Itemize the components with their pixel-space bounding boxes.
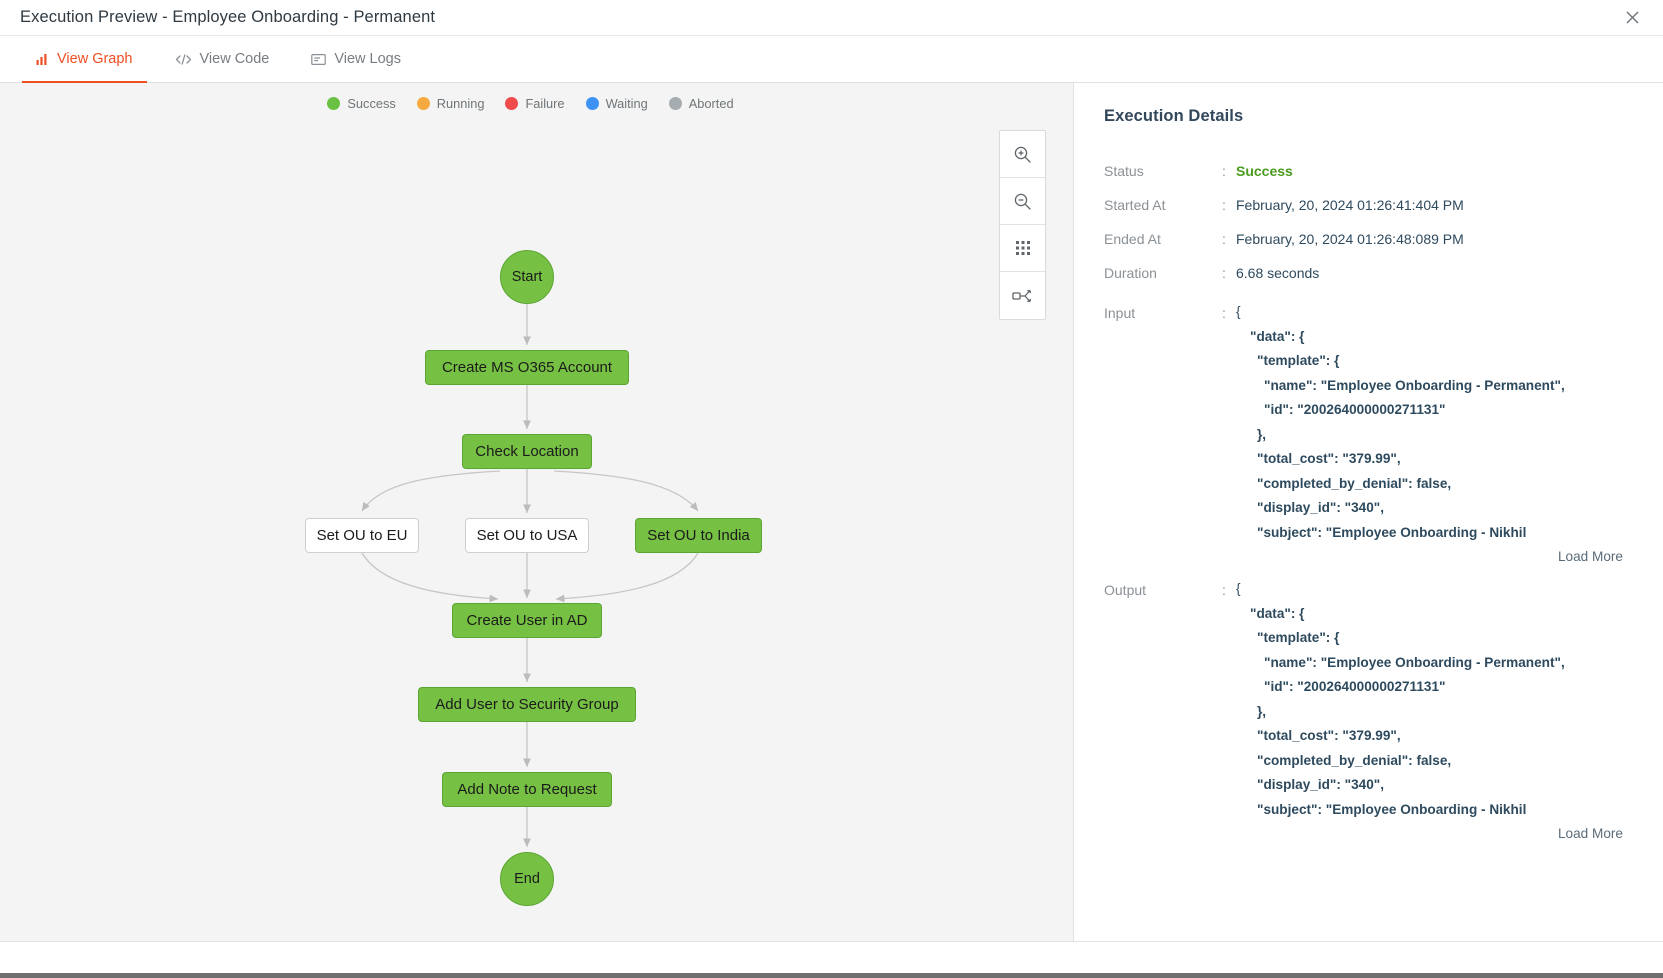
zoom-in-icon[interactable] (1000, 131, 1045, 178)
layout-icon[interactable] (1000, 272, 1045, 319)
detail-separator: : (1222, 582, 1226, 598)
graph-node-end[interactable]: End (500, 852, 554, 906)
detail-key: Output (1104, 582, 1147, 598)
detail-separator: : (1222, 163, 1226, 179)
graph-node-start[interactable]: Start (500, 250, 554, 304)
json-line: "template": { (1257, 630, 1340, 645)
node-label: Set OU to USA (476, 527, 578, 544)
detail-value: 6.68 seconds (1236, 265, 1320, 281)
panel-heading: Execution Details (1104, 107, 1244, 125)
detail-row-input: Input : { "data": { "template": { "name"… (1104, 300, 1635, 564)
detail-row-started-at: Started At : February, 20, 2024 01:26:41… (1104, 188, 1635, 222)
json-line: "subject": "Employee Onboarding - Nikhil (1257, 801, 1527, 817)
detail-separator: : (1222, 305, 1226, 321)
detail-separator: : (1222, 265, 1226, 281)
tab-label: View Graph (57, 51, 133, 67)
logs-icon (311, 53, 327, 66)
tab-bar: View Graph View Code View Logs (0, 36, 1663, 83)
node-label: Add Note to Request (457, 781, 597, 798)
tab-view-logs[interactable]: View Logs (297, 36, 415, 82)
detail-key: Input (1104, 305, 1136, 321)
graph-node-check-location[interactable]: Check Location (462, 434, 592, 469)
graph-node-add-user-to-security-group[interactable]: Add User to Security Group (418, 687, 636, 722)
json-line: "total_cost": "379.99", (1257, 451, 1401, 466)
json-line: "template": { (1257, 353, 1340, 368)
output-load-more-link[interactable]: Load More (1558, 826, 1623, 841)
tab-label: View Code (199, 51, 270, 67)
detail-row-duration: Duration : 6.68 seconds (1104, 256, 1635, 290)
node-label: Create MS O365 Account (441, 359, 613, 376)
graph-node-set-ou-to-india[interactable]: Set OU to India (635, 518, 762, 553)
json-line: "display_id": "340", (1257, 777, 1385, 792)
detail-key: Started At (1104, 197, 1166, 213)
node-label: Add User to Security Group (435, 696, 619, 713)
json-line: "data": { (1250, 328, 1305, 344)
node-label: Check Location (475, 443, 579, 460)
graph-node-set-ou-to-eu[interactable]: Set OU to EU (305, 518, 419, 553)
detail-separator: : (1222, 231, 1226, 247)
node-label: Start (511, 269, 543, 285)
footer-strip (0, 973, 1663, 978)
json-line: "id": "200264000000271131" (1264, 402, 1446, 417)
detail-key: Status (1104, 163, 1144, 179)
detail-separator: : (1222, 197, 1226, 213)
json-line: "display_id": "340", (1257, 500, 1385, 515)
graph-node-create-user-in-ad[interactable]: Create User in AD (452, 603, 602, 638)
graph-zoom-toolbar (999, 130, 1046, 320)
graph-node-create-ms-o365-account[interactable]: Create MS O365 Account (425, 350, 629, 385)
node-label: Set OU to India (647, 527, 750, 544)
code-icon (175, 53, 192, 66)
bar-chart-icon (36, 53, 49, 66)
json-line: "name": "Employee Onboarding - Permanent… (1264, 377, 1565, 393)
json-line: "subject": "Employee Onboarding - Nikhil (1257, 524, 1527, 540)
graph-diagram: Start Create MS O365 Account Check Locat… (0, 83, 1073, 941)
json-line: }, (1257, 426, 1267, 442)
graph-edges (361, 304, 699, 847)
graph-node-add-note-to-request[interactable]: Add Note to Request (442, 772, 612, 807)
detail-value: February, 20, 2024 01:26:48:089 PM (1236, 231, 1464, 247)
output-json: { "data": { "template": { "name": "Emplo… (1236, 577, 1635, 841)
detail-row-status: Status : Success (1104, 154, 1635, 188)
detail-row-ended-at: Ended At : February, 20, 2024 01:26:48:0… (1104, 222, 1635, 256)
node-label: Create User in AD (466, 612, 588, 629)
execution-details-panel: Execution Details Status : Success Start… (1074, 83, 1663, 941)
tab-view-graph[interactable]: View Graph (22, 36, 147, 83)
node-label: End (514, 871, 540, 887)
zoom-out-icon[interactable] (1000, 178, 1045, 225)
tab-label: View Logs (334, 51, 401, 67)
window-footer (0, 941, 1663, 973)
json-line: }, (1257, 703, 1267, 719)
graph-canvas[interactable]: Success Running Failure Waiting Aborted (0, 83, 1074, 941)
json-line: "total_cost": "379.99", (1257, 728, 1401, 743)
json-line: "data": { (1250, 605, 1305, 621)
tab-view-code[interactable]: View Code (161, 36, 284, 82)
detail-value: February, 20, 2024 01:26:41:404 PM (1236, 197, 1464, 213)
json-line: "id": "200264000000271131" (1264, 679, 1446, 694)
close-icon[interactable] (1619, 5, 1645, 31)
json-line: { (1236, 581, 1241, 596)
window-title: Execution Preview - Employee Onboarding … (20, 8, 436, 26)
window-body: Success Running Failure Waiting Aborted (0, 83, 1663, 941)
grid-icon[interactable] (1000, 225, 1045, 272)
input-json: { "data": { "template": { "name": "Emplo… (1236, 300, 1635, 564)
json-line: { (1236, 304, 1241, 319)
status-badge: Success (1236, 163, 1293, 179)
json-line: "name": "Employee Onboarding - Permanent… (1264, 654, 1565, 670)
window-titlebar: Execution Preview - Employee Onboarding … (0, 0, 1663, 36)
detail-row-output: Output : { "data": { "template": { "name… (1104, 577, 1635, 841)
input-load-more-link[interactable]: Load More (1558, 549, 1623, 564)
graph-node-set-ou-to-usa[interactable]: Set OU to USA (465, 518, 589, 553)
node-label: Set OU to EU (316, 527, 408, 544)
json-line: "completed_by_denial": false, (1257, 475, 1452, 491)
detail-key: Duration (1104, 265, 1157, 281)
detail-key: Ended At (1104, 231, 1161, 247)
json-line: "completed_by_denial": false, (1257, 752, 1452, 768)
